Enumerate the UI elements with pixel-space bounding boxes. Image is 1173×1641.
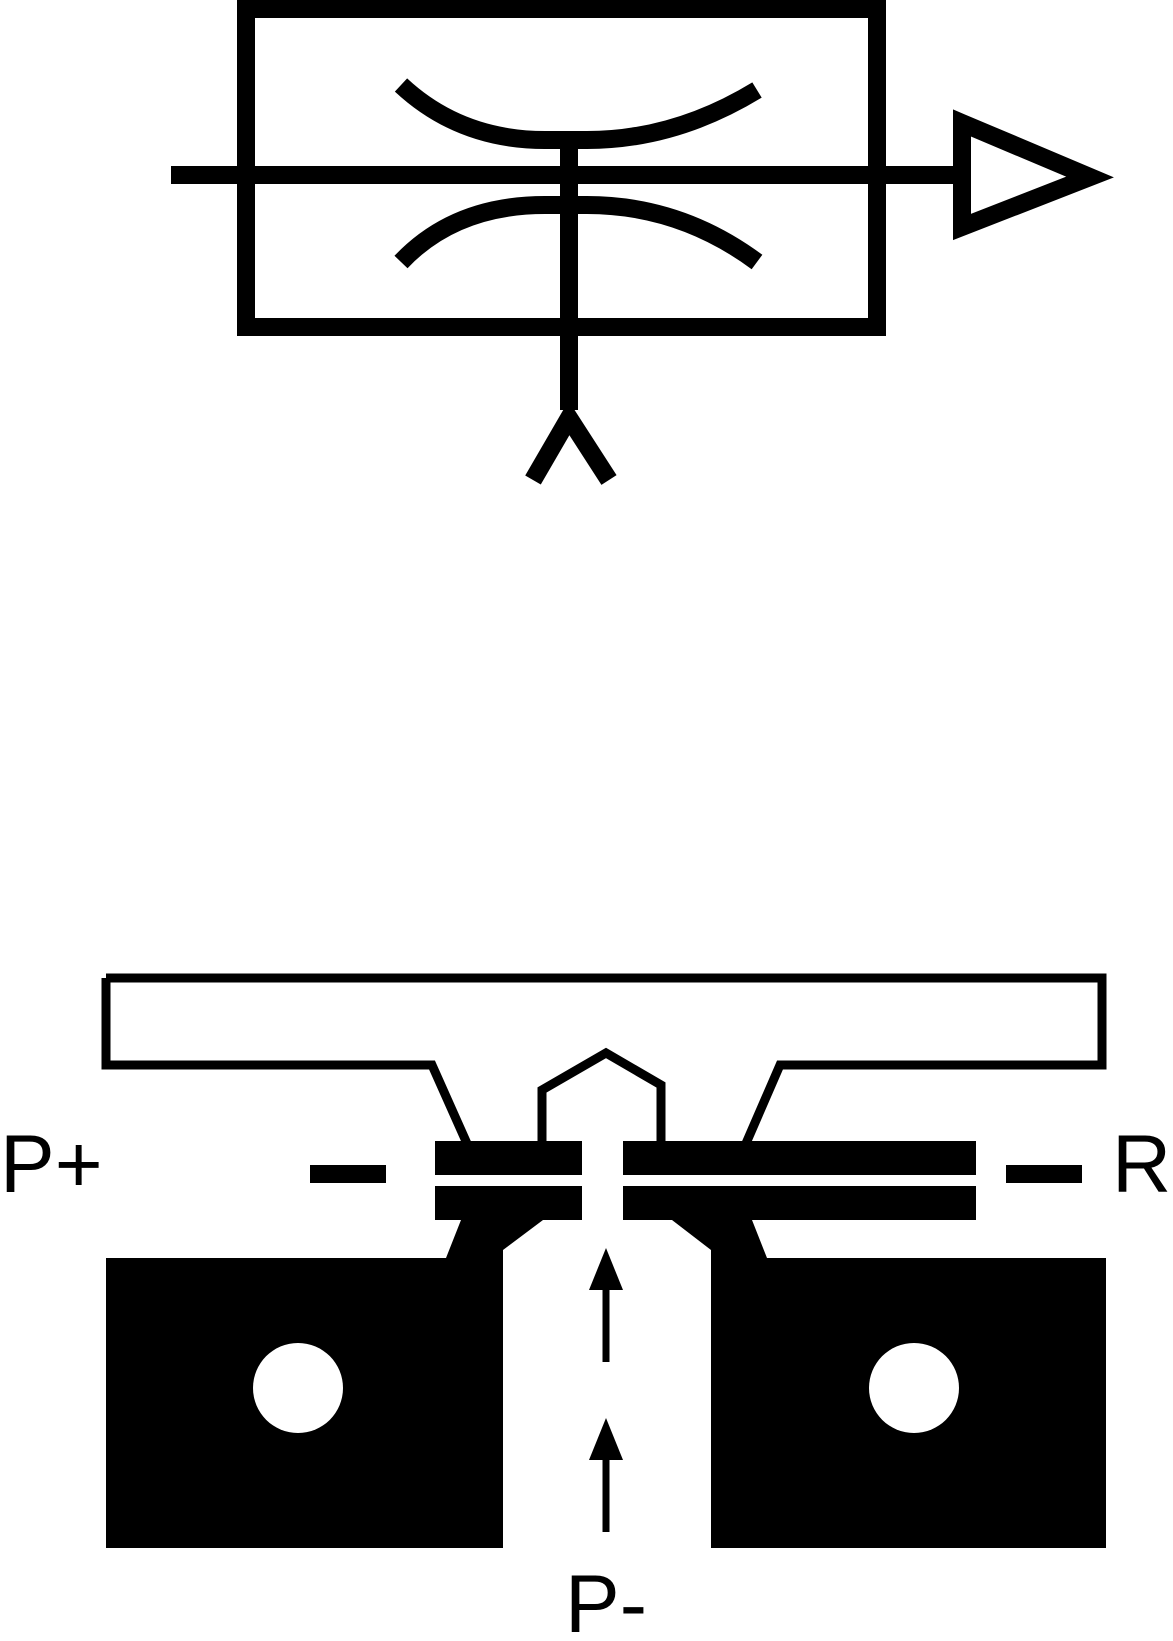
label-r: R (1112, 1119, 1171, 1210)
r-dash (1006, 1165, 1082, 1183)
port-hole-left (253, 1343, 343, 1433)
section-cover (101, 973, 1107, 1150)
upper-plate-right (623, 1141, 976, 1175)
label-p-plus: P+ (0, 1119, 103, 1210)
flow-arrow-lower (589, 1418, 623, 1532)
port-hole-right (869, 1343, 959, 1433)
p-plus-dash (310, 1165, 386, 1183)
lower-plate-left (435, 1186, 582, 1220)
symbol-supply-fork (525, 400, 617, 485)
symbol-upper-arc (394, 78, 762, 149)
schematic-symbol (171, 0, 1114, 485)
lower-plate-right (623, 1186, 976, 1220)
section-center-cap (537, 1047, 666, 1145)
cross-section: P+ R P- (0, 973, 1171, 1641)
flow-arrow-upper (589, 1248, 623, 1362)
symbol-output-triangle (953, 109, 1114, 241)
label-p-minus: P- (565, 1559, 647, 1641)
upper-plate-left (435, 1141, 582, 1175)
symbol-lower-arc (394, 196, 763, 270)
